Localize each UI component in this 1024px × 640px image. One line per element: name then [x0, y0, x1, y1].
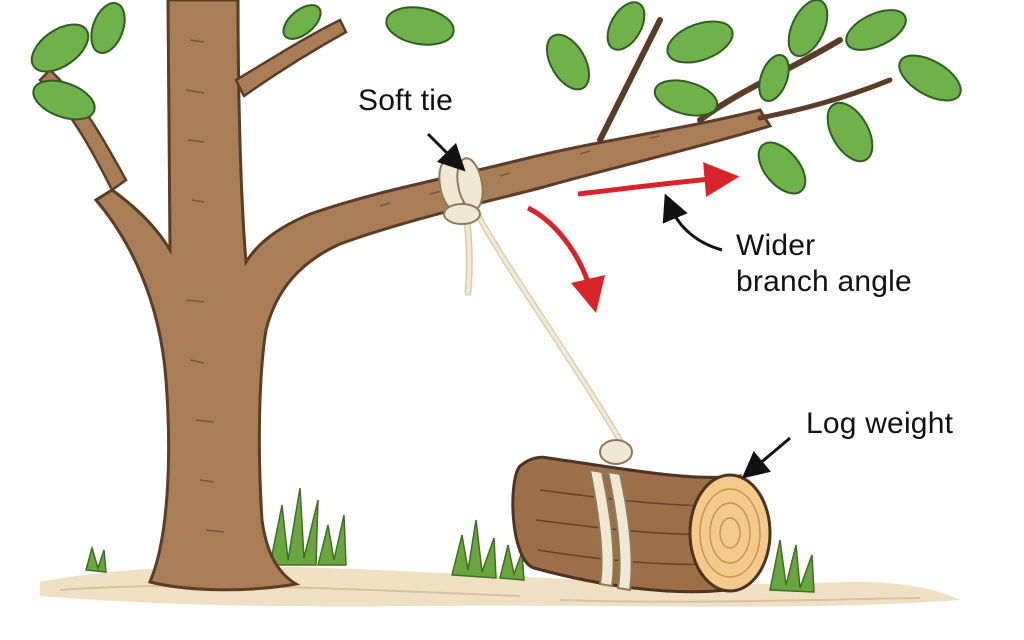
black-pointer-arrow-icon — [426, 132, 466, 172]
bark-texture — [185, 39, 661, 533]
leaf — [826, 101, 874, 163]
leaf — [385, 6, 455, 46]
log-end-rings — [688, 473, 772, 593]
right-twig-1 — [597, 17, 663, 143]
leaf — [545, 33, 591, 91]
right-twig-3 — [757, 77, 893, 121]
leaf — [653, 79, 719, 117]
soft-tie-knot — [438, 157, 484, 225]
leaf — [282, 4, 322, 40]
upper-branch — [234, 18, 348, 98]
grass-tufts — [85, 487, 815, 593]
leaf — [30, 23, 90, 73]
log-weight-label: Log weight — [806, 407, 954, 440]
black-pointer-arrow-icon — [741, 436, 791, 479]
branch-angle-label: Wider branch angle — [736, 229, 912, 298]
red-right-arrow-icon — [577, 162, 740, 197]
log-weight — [511, 439, 772, 594]
black-pointer-arrow-icon — [662, 193, 723, 252]
leaf — [898, 54, 962, 102]
leaves — [30, 0, 962, 195]
log-rope-wrap — [588, 439, 633, 592]
rope — [462, 197, 623, 443]
leaf — [90, 2, 126, 54]
effect-arrows — [526, 162, 740, 314]
tree-trunk — [93, 0, 773, 592]
leaf — [32, 79, 96, 121]
leaf — [757, 141, 807, 195]
red-curved-down-arrow-icon — [526, 205, 606, 314]
pointer-arrows — [426, 132, 791, 479]
leaf — [787, 0, 829, 58]
leaf — [666, 20, 734, 64]
soft-tie-label: Soft tie — [358, 84, 453, 117]
leaf — [845, 9, 907, 51]
leaf — [758, 54, 790, 102]
leaf — [606, 1, 646, 51]
